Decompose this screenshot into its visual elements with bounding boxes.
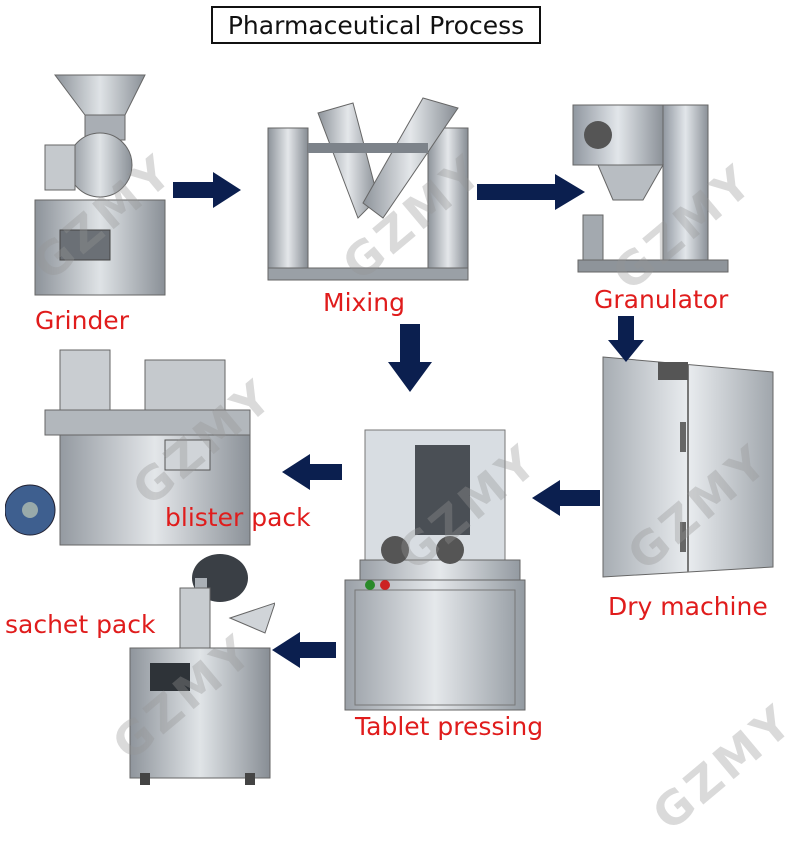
arrow-dry-machine-to-tablet-pressing — [532, 480, 600, 516]
granulator-machine-image — [572, 104, 729, 273]
grinder-machine-image — [34, 74, 166, 296]
label-mixing: Mixing — [323, 288, 405, 317]
label-granulator: Granulator — [594, 285, 729, 314]
arrow-granulator-to-dry-machine — [608, 316, 644, 362]
mixing-machine-image — [267, 97, 469, 281]
blister-pack-machine-image — [5, 349, 251, 546]
label-tablet-pressing: Tablet pressing — [355, 712, 544, 741]
arrow-mixing-to-tablet-pressing — [388, 324, 432, 392]
watermark-text: GZMY — [642, 692, 800, 841]
sachet-pack-machine-image — [129, 554, 275, 785]
label-sachet-pack: sachet pack — [5, 610, 156, 639]
tablet-press-machine-image — [344, 429, 526, 711]
arrow-grinder-to-mixing — [173, 172, 241, 208]
arrow-tablet-pressing-to-sachet-pack — [272, 632, 336, 668]
label-grinder: Grinder — [35, 306, 129, 335]
label-blister-pack: blister pack — [165, 503, 311, 532]
dry-machine-image — [602, 356, 774, 578]
arrow-mixing-to-granulator — [477, 174, 585, 210]
diagram-title: Pharmaceutical Process — [211, 6, 541, 44]
label-dry-machine: Dry machine — [608, 592, 768, 621]
arrow-tablet-pressing-to-blister-pack — [282, 454, 342, 490]
